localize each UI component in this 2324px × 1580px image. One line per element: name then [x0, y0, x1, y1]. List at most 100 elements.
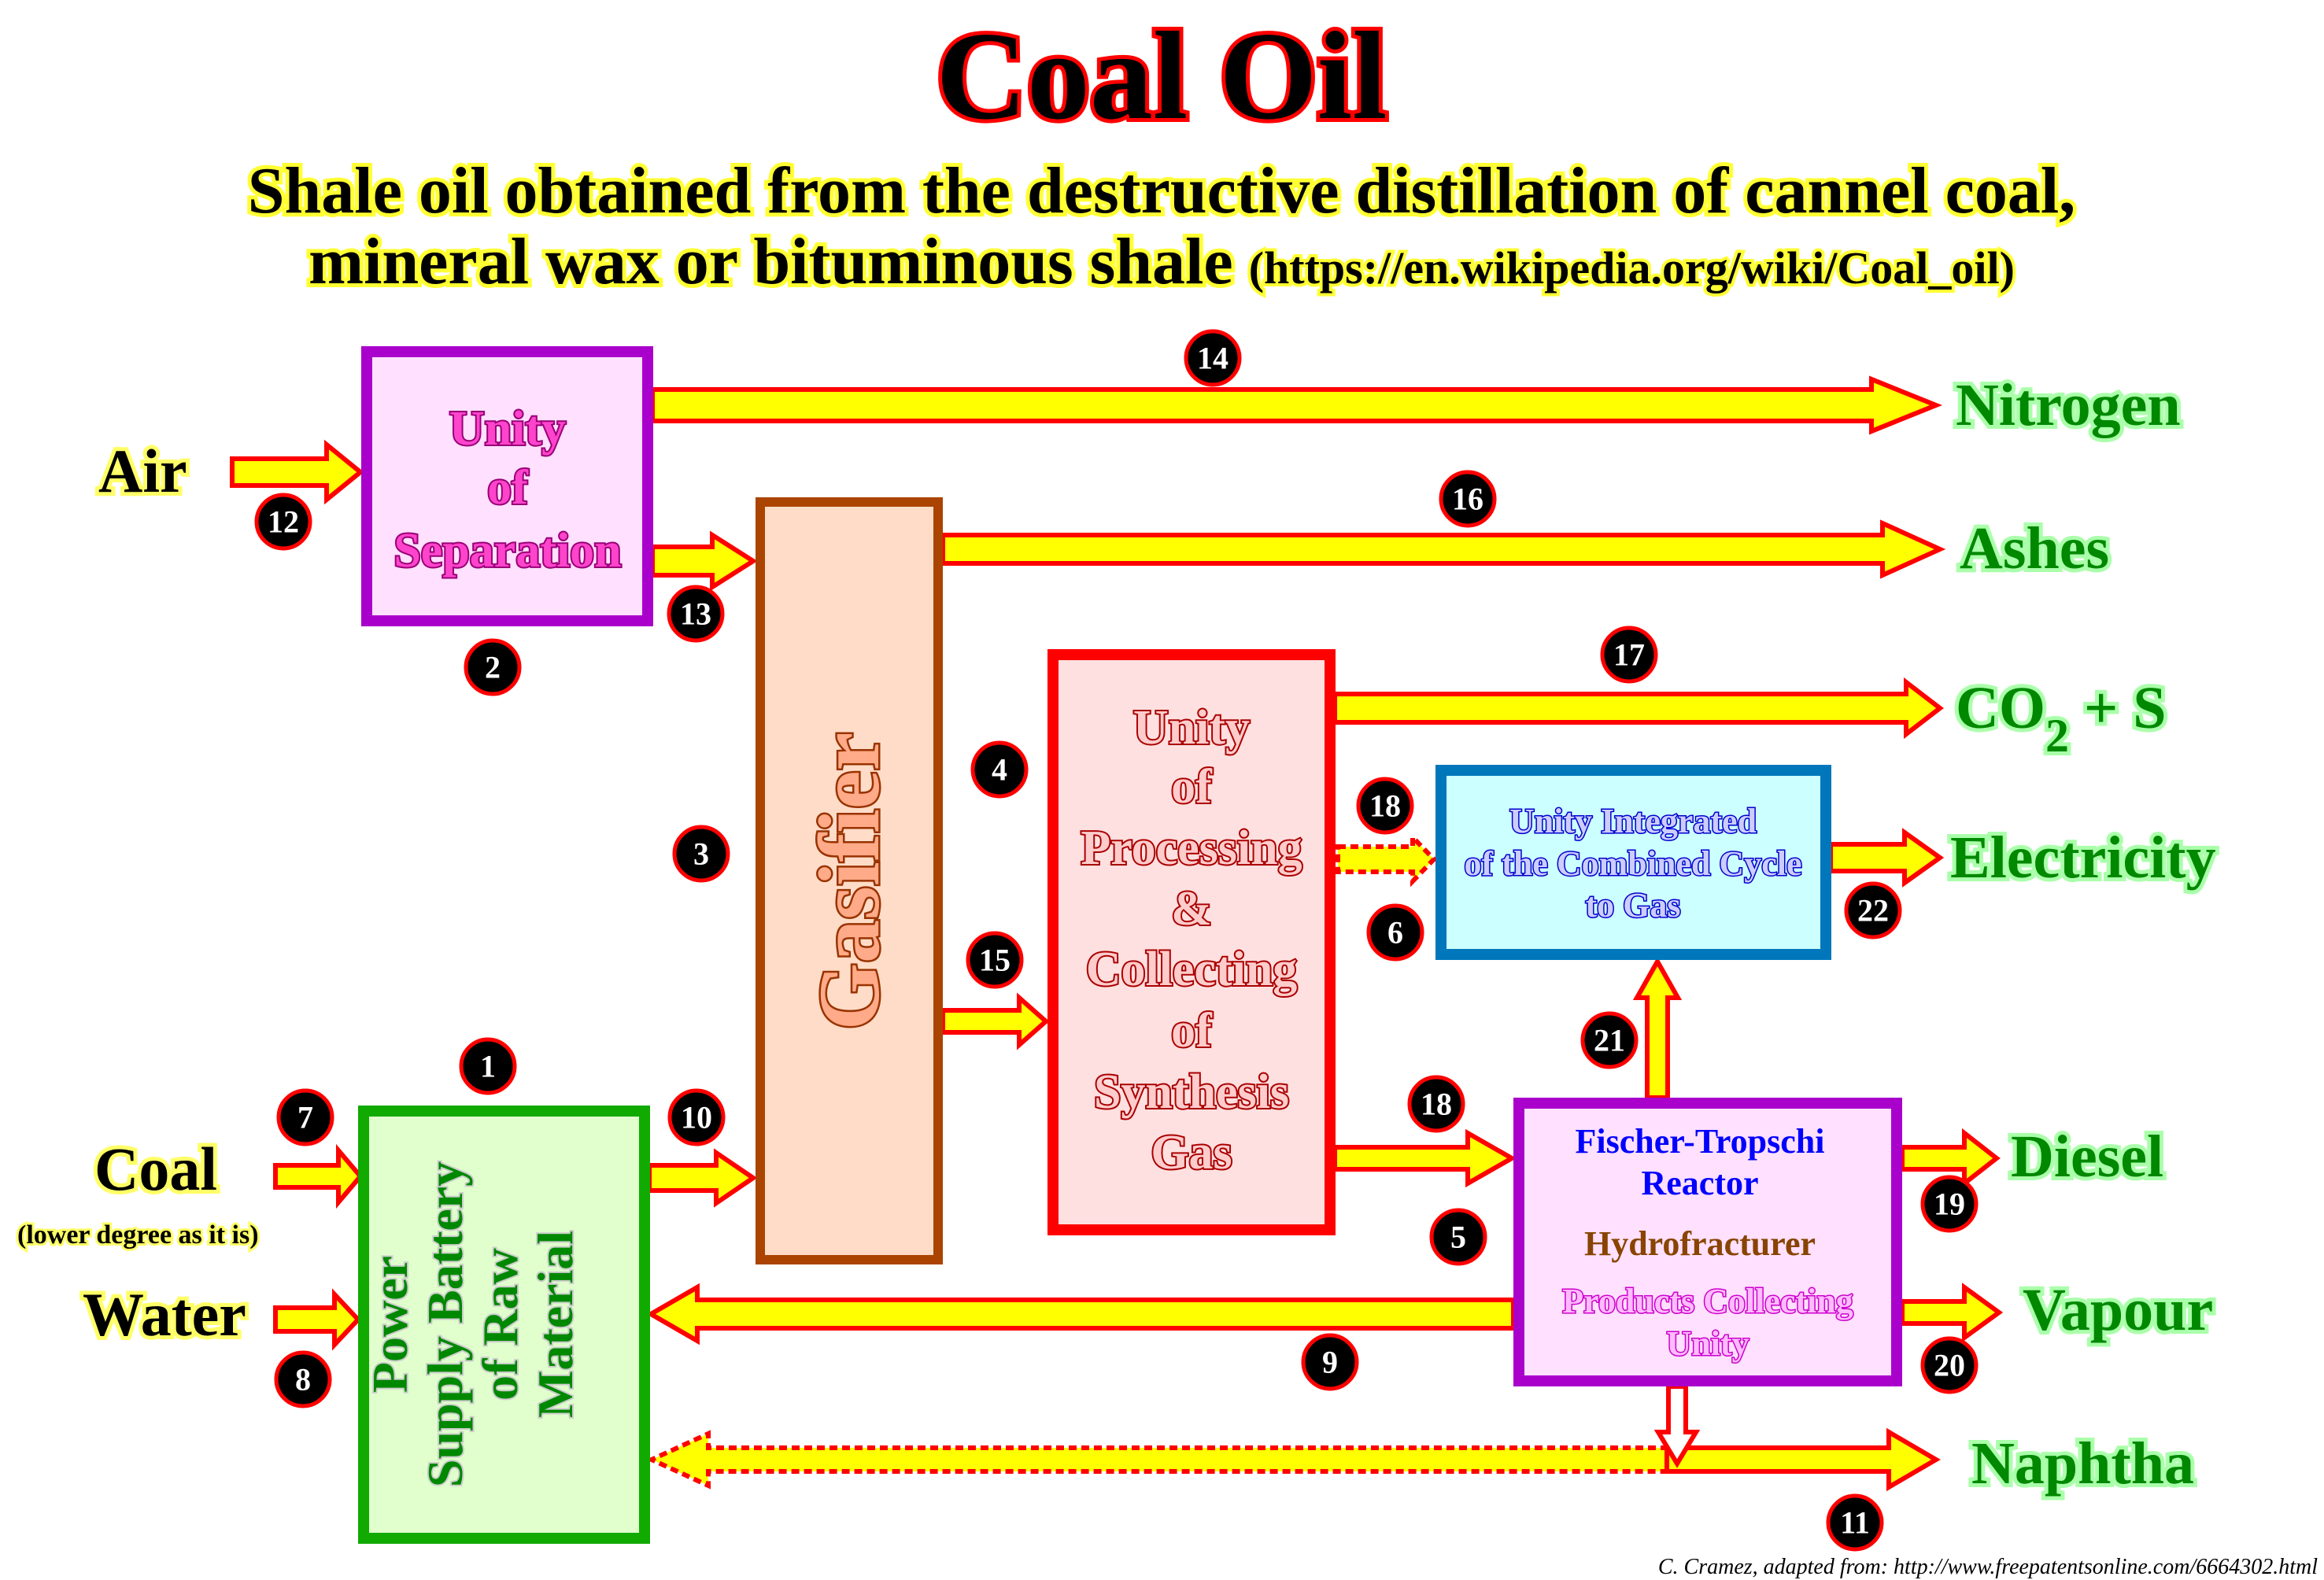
badge-16: 16 — [1439, 470, 1497, 528]
badge-14: 14 — [1184, 329, 1242, 387]
badge-4: 4 — [970, 740, 1029, 799]
badge-6: 6 — [1366, 903, 1424, 962]
input-coal: Coal — [94, 1135, 217, 1203]
badge-8: 8 — [274, 1350, 332, 1408]
processing-line5: Collecting — [1086, 943, 1298, 996]
unit-separation[interactable]: Unity of Separation — [361, 346, 653, 626]
input-water: Water — [83, 1280, 246, 1349]
subtitle-line1: Shale oil obtained from the destructive … — [248, 154, 2075, 227]
arrow-ashes — [940, 519, 1946, 579]
arrow-diesel — [1900, 1128, 2001, 1189]
separation-line2: of — [487, 461, 529, 515]
ft-line2: Reactor — [1641, 1164, 1758, 1202]
badge-3: 3 — [672, 825, 730, 883]
svg-text:21: 21 — [1594, 1023, 1625, 1058]
output-vapour: Vapour — [2023, 1277, 2213, 1343]
badge-18-combined: 18 — [1356, 777, 1414, 835]
arrow-co2-s — [1332, 677, 1944, 740]
arrow-recycle-to-supply — [645, 1283, 1516, 1346]
processing-line6: of — [1171, 1004, 1213, 1058]
gasifier-label: Gasifier — [801, 733, 897, 1031]
page-title: Coal Oil — [936, 6, 1387, 146]
processing-line7: Synthesis — [1094, 1065, 1289, 1119]
badge-11: 11 — [1826, 1493, 1884, 1552]
svg-text:19: 19 — [1934, 1187, 1965, 1222]
arrow-air-input — [230, 439, 364, 505]
svg-text:4: 4 — [992, 752, 1007, 788]
badge-18-ft: 18 — [1407, 1075, 1465, 1133]
badge-12: 12 — [254, 493, 312, 551]
output-nitrogen: Nitrogen — [1956, 372, 2181, 438]
credit-text: C. Cramez, adapted from: http://www.free… — [1658, 1555, 2318, 1579]
unit-gasifier[interactable]: Gasifier — [756, 497, 943, 1264]
svg-text:16: 16 — [1452, 482, 1483, 517]
arrow-naphtha-recycle — [645, 1430, 1671, 1490]
co2-prefix: CO — [1956, 675, 2045, 741]
arrow-ft-down — [1653, 1384, 1701, 1468]
separation-line3: Separation — [393, 524, 621, 578]
input-air: Air — [98, 437, 187, 505]
badge-10: 10 — [667, 1088, 726, 1146]
output-co2-s: CO2 + S — [1956, 675, 2167, 762]
svg-text:14: 14 — [1197, 341, 1229, 376]
co2-suffix: + S — [2069, 675, 2167, 741]
processing-line1: Unity — [1133, 701, 1250, 755]
output-ashes: Ashes — [1960, 515, 2109, 581]
power-supply-line4: Material — [527, 1231, 583, 1418]
co2-subscript: 2 — [2045, 710, 2069, 762]
output-electricity: Electricity — [1950, 825, 2216, 891]
power-supply-line2: Supply Battery — [417, 1161, 473, 1487]
badge-5: 5 — [1429, 1208, 1487, 1266]
ft-line1: Fischer-Tropschi — [1576, 1122, 1825, 1161]
svg-text:9: 9 — [1322, 1345, 1338, 1380]
badge-21: 21 — [1580, 1011, 1639, 1069]
arrow-separation-to-gasifier — [650, 530, 758, 592]
unit-combined-cycle[interactable]: Unity Integrated of the Combined Cycle t… — [1435, 765, 1831, 960]
ft-line5: Unity — [1666, 1324, 1749, 1363]
badge-17: 17 — [1600, 626, 1658, 684]
arrow-water-input — [273, 1288, 362, 1351]
unit-power-supply[interactable]: Power Supply Battery of Raw Material — [358, 1106, 650, 1544]
arrow-syngas-to-combined-cycle — [1336, 831, 1438, 888]
combined-cycle-line3: to Gas — [1586, 886, 1681, 925]
arrow-nitrogen — [650, 375, 1943, 435]
svg-text:1: 1 — [480, 1049, 496, 1084]
separation-line1: Unity — [449, 402, 566, 456]
svg-text:12: 12 — [268, 504, 299, 540]
arrow-gasifier-to-processing — [940, 992, 1050, 1050]
subtitle-line2: mineral wax or bituminous shale (https:/… — [309, 225, 2015, 298]
arrow-electricity — [1828, 828, 1945, 888]
arrow-coal-input — [273, 1143, 364, 1209]
svg-text:11: 11 — [1840, 1505, 1870, 1541]
processing-line3: Processing — [1081, 821, 1302, 875]
badge-9: 9 — [1301, 1333, 1359, 1391]
output-naphtha: Naphtha — [1971, 1430, 2194, 1497]
subtitle-line2-text: mineral wax or bituminous shale — [309, 225, 1233, 298]
svg-text:17: 17 — [1613, 637, 1645, 673]
combined-cycle-line2: of the Combined Cycle — [1465, 844, 1802, 883]
svg-text:5: 5 — [1450, 1220, 1466, 1255]
arrow-syngas-to-ft-reactor — [1332, 1128, 1517, 1188]
subtitle-source-link[interactable]: (https://en.wikipedia.org/wiki/Coal_oil) — [1246, 239, 2018, 297]
badge-19: 19 — [1920, 1175, 1979, 1233]
ft-line4: Products Collecting — [1562, 1282, 1853, 1320]
badge-22: 22 — [1844, 881, 1902, 940]
processing-line8: Gas — [1151, 1126, 1232, 1179]
svg-text:3: 3 — [693, 836, 709, 872]
ft-line3: Hydrofracturer — [1584, 1224, 1816, 1263]
svg-text:7: 7 — [297, 1100, 313, 1135]
unit-fischer-tropsch[interactable]: Fischer-Tropschi Reactor Hydrofracturer … — [1513, 1098, 1902, 1386]
unit-syngas-processing[interactable]: Unity of Processing & Collecting of Synt… — [1047, 649, 1336, 1235]
output-diesel: Diesel — [2011, 1124, 2163, 1190]
arrow-supply-to-gasifier — [647, 1148, 758, 1208]
svg-text:18: 18 — [1421, 1087, 1452, 1122]
arrow-ft-to-combined-cycle — [1632, 956, 1683, 1100]
svg-text:6: 6 — [1387, 915, 1403, 951]
input-coal-note: (lower degree as it is) — [17, 1220, 259, 1250]
processing-line2: of — [1171, 760, 1213, 814]
svg-text:10: 10 — [681, 1100, 712, 1135]
processing-line4: & — [1171, 882, 1212, 936]
svg-text:15: 15 — [979, 943, 1011, 978]
badge-13: 13 — [667, 585, 725, 643]
